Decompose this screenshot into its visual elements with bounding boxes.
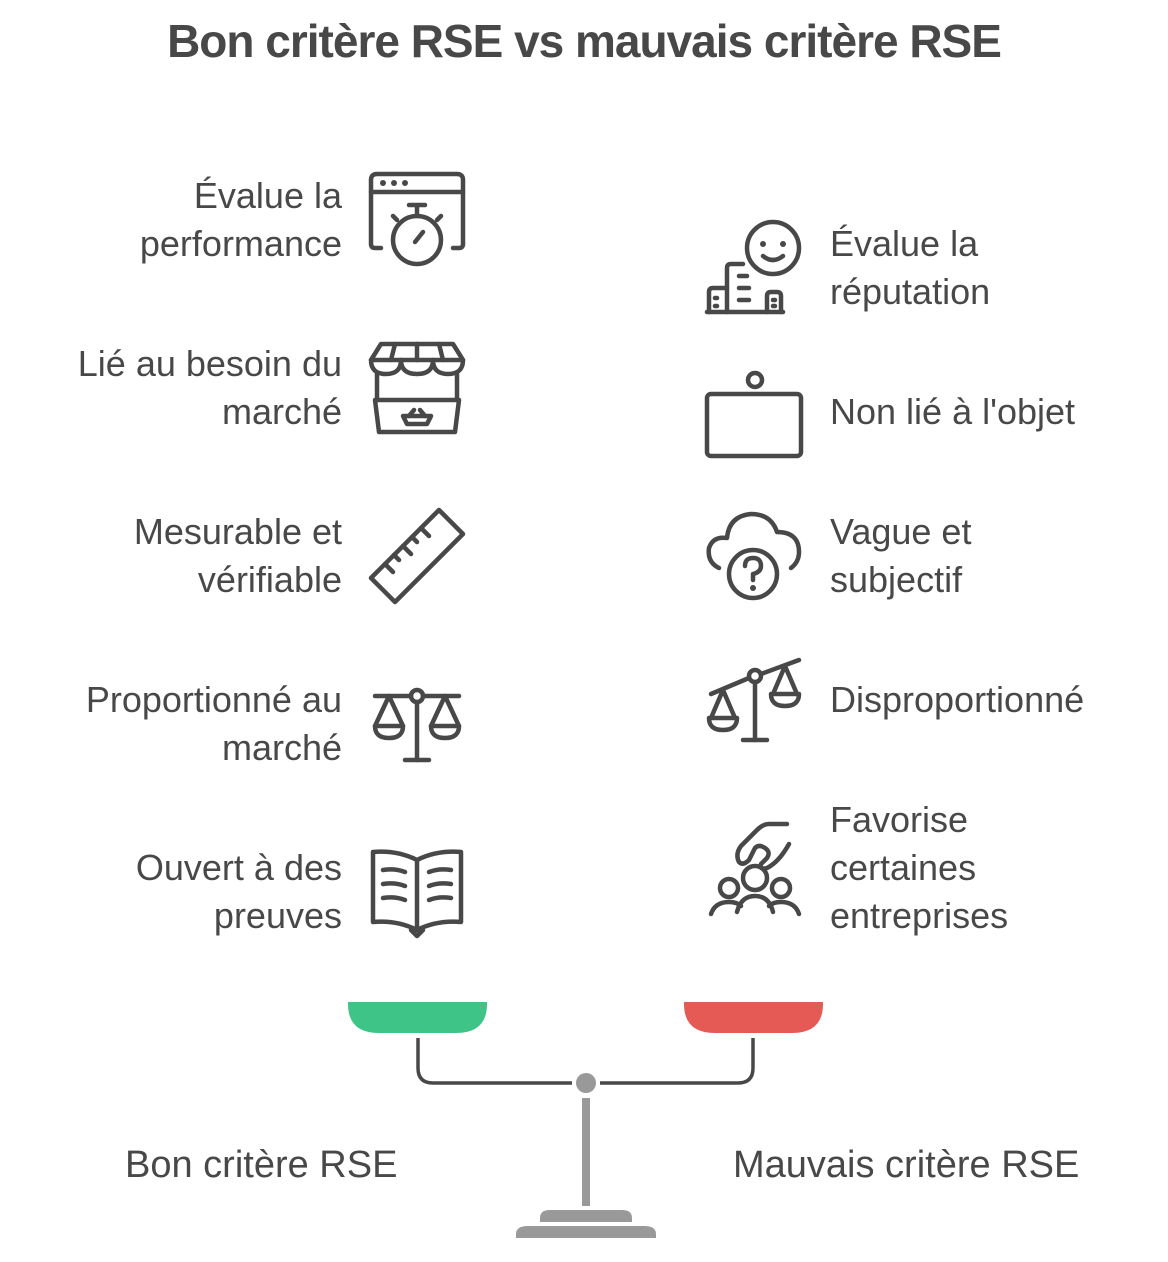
cloud-question-icon — [705, 506, 805, 606]
good-item-market-need: Lié au besoin du marché — [78, 340, 342, 436]
label-line: Lié au besoin du — [77, 343, 342, 384]
label-line: marché — [221, 727, 342, 768]
hand-over-group-icon — [705, 816, 805, 917]
bad-pan — [684, 1002, 823, 1033]
ruler-icon — [367, 506, 467, 606]
scale-beam — [416, 1038, 755, 1085]
bad-item-reputation: Évalue la réputation — [830, 220, 990, 316]
label-line: marché — [221, 391, 342, 432]
market-stall-icon — [367, 338, 467, 438]
good-pan — [348, 1002, 487, 1033]
scale-pivot — [576, 1073, 596, 1093]
label-line: entreprises — [830, 895, 1009, 936]
label-line: Évalue la — [830, 223, 979, 264]
bad-item-vague: Vague et subjectif — [830, 508, 971, 604]
label-line: performance — [139, 223, 342, 264]
good-criterion-label: Bon critère RSE — [125, 1144, 398, 1186]
bad-item-unrelated: Non lié à l'objet — [830, 388, 1075, 436]
scale-base-top — [540, 1210, 632, 1222]
good-item-proportionate: Proportionné au marché — [86, 676, 342, 772]
scale-base-bottom — [516, 1226, 656, 1238]
label-line: Favorise — [830, 799, 969, 840]
good-item-measurable: Mesurable et vérifiable — [134, 508, 342, 604]
bad-item-disproportionate: Disproportionné — [830, 676, 1084, 724]
label-line: Vague et — [830, 511, 972, 552]
building-smiley-icon — [704, 218, 805, 318]
browser-stopwatch-icon — [367, 170, 467, 270]
label-line: Ouvert à des — [135, 847, 342, 888]
scale-post — [582, 1098, 590, 1206]
diagram-title: Bon critère RSE vs mauvais critère RSE — [167, 15, 1002, 67]
label-line: réputation — [830, 271, 991, 312]
bad-item-favoritism: Favorise certaines entreprises — [830, 796, 1008, 940]
open-book-icon — [367, 846, 467, 946]
label-line: Non lié à l'objet — [830, 391, 1076, 432]
good-item-performance: Évalue la performance — [140, 172, 342, 268]
label-line: Proportionné au — [85, 679, 342, 720]
bad-criterion-label: Mauvais critère RSE — [733, 1144, 1080, 1186]
balanced-scale-icon — [367, 676, 467, 776]
good-item-open-to-proof: Ouvert à des preuves — [136, 844, 342, 940]
label-line: certaines — [830, 847, 977, 888]
tilted-scale-icon — [705, 654, 805, 754]
label-line: Évalue la — [193, 175, 342, 216]
empty-board-icon — [704, 366, 805, 466]
label-line: preuves — [213, 895, 342, 936]
label-line: Mesurable et — [133, 511, 342, 552]
label-line: Disproportionné — [830, 679, 1085, 720]
label-line: vérifiable — [197, 559, 342, 600]
label-line: subjectif — [830, 559, 963, 600]
